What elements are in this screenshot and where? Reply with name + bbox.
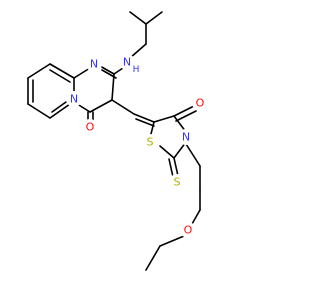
bond <box>27 63 51 79</box>
molecule-canvas: N H N N O S N O S O <box>27 11 208 271</box>
bond <box>73 67 91 79</box>
bond <box>173 157 179 177</box>
atom-label-o-carbonyl-2: O <box>196 97 205 110</box>
bond <box>49 63 75 79</box>
bond <box>168 158 174 178</box>
atom-label-n-ring-top: N <box>90 58 98 71</box>
molecule-structure: N H N N O S N O S O <box>27 11 208 271</box>
bond <box>135 118 155 127</box>
bond <box>51 101 67 113</box>
bond <box>129 43 147 59</box>
bond <box>27 103 51 119</box>
atom-label-nh-h: H <box>133 65 140 75</box>
atom-label-o-carbonyl-1: O <box>86 121 95 134</box>
bond <box>159 235 185 247</box>
bond <box>111 99 135 115</box>
atom-label-n-thz: N <box>182 131 190 144</box>
bond <box>191 209 201 225</box>
bond <box>175 110 197 122</box>
bond <box>153 115 175 123</box>
bond <box>145 11 163 25</box>
atom-label-n-ring-bridge: N <box>70 93 78 106</box>
atom-labels: N H N N O S N O S O <box>66 54 208 238</box>
bond <box>89 99 113 113</box>
atom-label-o-ether: O <box>184 224 193 237</box>
atom-label-nh: N <box>123 56 131 69</box>
bond <box>49 69 71 83</box>
bond <box>173 105 195 117</box>
bond <box>133 113 155 123</box>
bond <box>185 143 201 167</box>
bonds <box>27 11 201 271</box>
bond <box>111 73 115 101</box>
bond <box>145 245 161 271</box>
bond <box>159 145 175 159</box>
bond <box>129 11 147 25</box>
atom-label-s-ring: S <box>147 136 154 149</box>
atom-label-s-thio: S <box>174 176 181 189</box>
bond <box>99 65 115 75</box>
bond <box>49 103 71 119</box>
